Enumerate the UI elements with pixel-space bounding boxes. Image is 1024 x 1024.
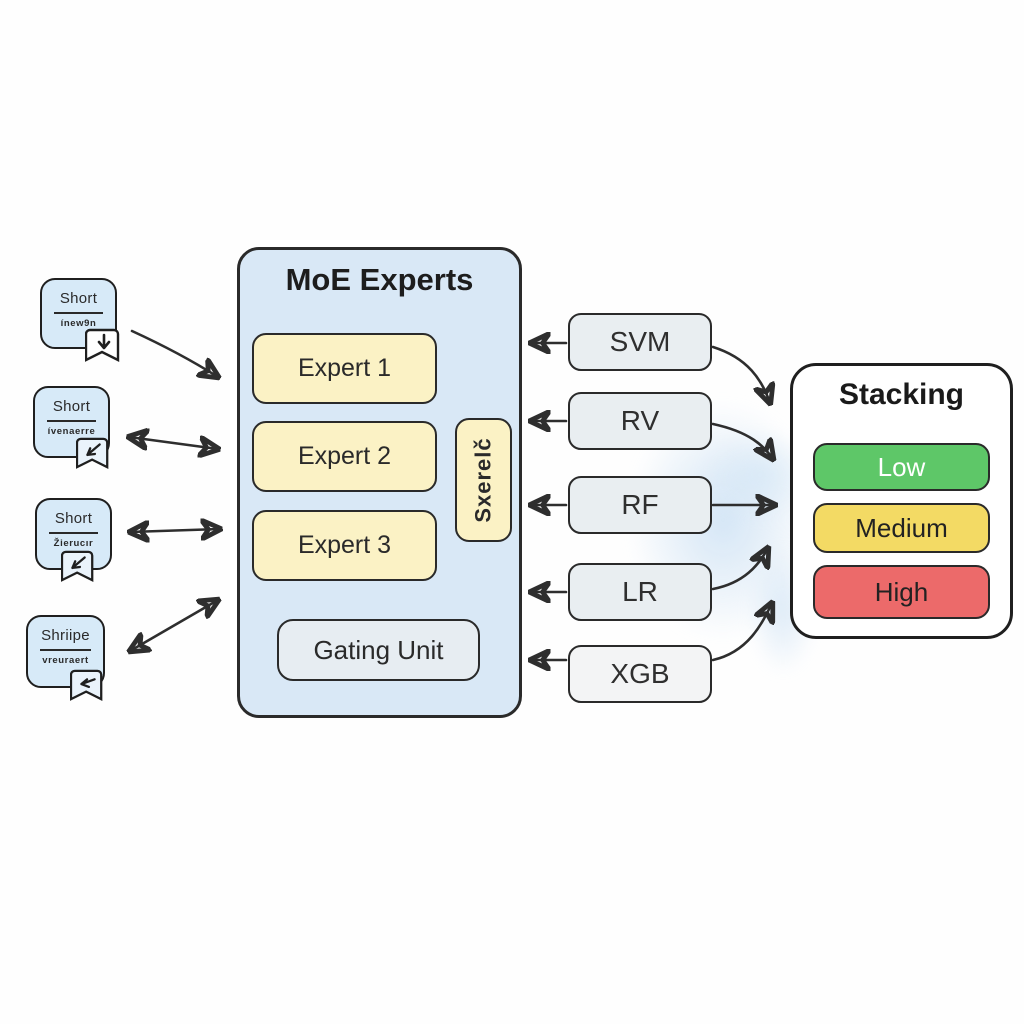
input-bubble-4: Shriipe vreuraert	[26, 615, 105, 688]
bubble-subtext: Žierucır	[53, 538, 94, 549]
bubble-divider	[48, 532, 99, 534]
bookmark-arrow-icon	[85, 328, 120, 362]
experts-side-label: Sxerelč	[470, 437, 496, 523]
gating-unit-box: Gating Unit	[277, 619, 480, 681]
experts-side-box: Sxerelč	[455, 418, 512, 542]
arrow-input2-to-moe	[129, 437, 218, 449]
bubble-divider	[53, 312, 104, 314]
bookmark-arrow-icon	[70, 669, 103, 702]
bubble-subtext: ívenaerre	[47, 426, 96, 437]
moe-title: MoE Experts	[285, 262, 474, 297]
model-box-rf: RF	[568, 476, 712, 534]
arrow-lr-to-stacking	[711, 548, 768, 591]
model-box-lr: LR	[568, 563, 712, 621]
bubble-subtext: ínew9n	[60, 318, 97, 329]
model-box-rv: RV	[568, 392, 712, 450]
arrow-input3-to-moe	[130, 529, 220, 532]
stacking-title: Stacking	[838, 378, 965, 411]
expert-2-box: Expert 2	[252, 421, 437, 492]
bubble-divider	[46, 420, 97, 422]
arrow-xgb-to-stacking	[711, 603, 772, 662]
expert-3-box: Expert 3	[252, 510, 437, 581]
arrow-input4-to-moe	[130, 600, 218, 651]
model-box-xgb: XGB	[568, 645, 712, 703]
expert-1-box: Expert 1	[252, 333, 437, 404]
arrow-input1-to-moe	[130, 329, 218, 377]
bookmark-arrow-icon	[61, 550, 94, 583]
stacking-level-low: Low	[813, 443, 990, 491]
stacking-level-medium: Medium	[813, 503, 990, 553]
bubble-label: Shriipe	[41, 627, 90, 644]
bubble-label: Short	[52, 398, 91, 415]
model-box-svm: SVM	[568, 313, 712, 371]
bubble-label: Short	[59, 290, 98, 307]
stacking-level-high: High	[813, 565, 990, 619]
arrow-svm-to-stacking	[711, 345, 770, 403]
bubble-divider	[40, 649, 91, 651]
input-bubble-2: Short ívenaerre	[33, 386, 110, 458]
bubble-label: Short	[54, 510, 93, 527]
bookmark-arrow-icon	[76, 437, 109, 470]
bubble-subtext: vreuraert	[42, 655, 89, 666]
arrow-rv-to-stacking	[711, 422, 773, 459]
